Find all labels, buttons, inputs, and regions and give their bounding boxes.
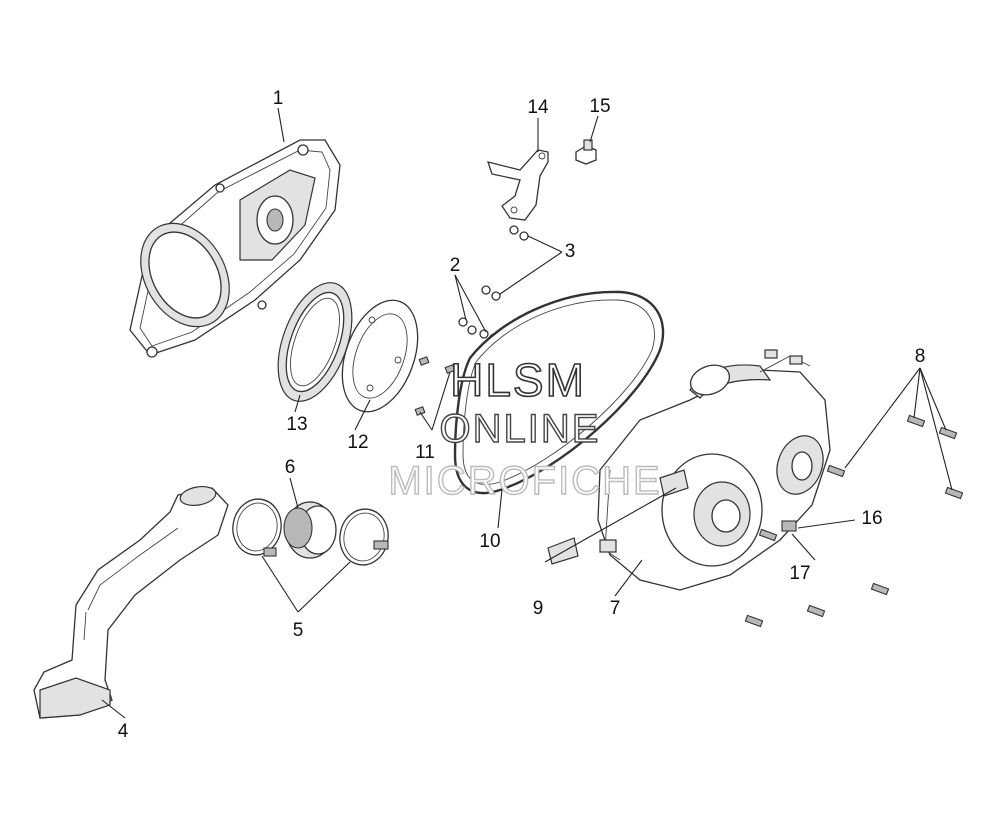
callout-1: 1 [273,88,284,109]
watermark: HLSM ONLINE MICROFICHE [388,353,661,504]
callout-8: 8 [915,346,926,367]
callout-10: 10 [479,531,500,552]
leader-lines [101,107,953,719]
part-8-16-17-bolts [744,414,964,628]
part-6-coupler [283,501,337,559]
part-9-decal [547,469,689,565]
watermark-line-1: HLSM [450,354,586,406]
part-13-seal [277,282,353,402]
part-12-plate [341,299,419,413]
callout-13: 13 [286,414,307,435]
callout-6: 6 [285,457,296,478]
part-15-rivet [575,139,597,165]
part-1-inner-cover [129,139,341,358]
part-5-clamps [232,498,389,566]
part-4-intake-duct [33,486,229,719]
callout-12: 12 [347,432,368,453]
callout-14: 14 [527,97,549,118]
callout-2: 2 [450,255,461,276]
callout-17: 17 [789,563,810,584]
part-14-bracket [487,149,549,221]
part-10-drive-belt [453,290,665,495]
callout-4: 4 [118,721,129,742]
callout-9: 9 [533,598,544,619]
callout-16: 16 [861,508,882,529]
callout-labels: 1 2 3 4 5 6 7 8 9 10 11 12 13 14 15 16 1… [118,88,926,742]
callout-3: 3 [565,241,576,262]
watermark-line-3: MICROFICHE [388,459,661,503]
callout-7: 7 [610,598,621,619]
callout-11: 11 [415,442,435,463]
callout-15: 15 [589,96,610,117]
callout-5: 5 [293,620,304,641]
watermark-line-2: ONLINE [440,407,601,451]
